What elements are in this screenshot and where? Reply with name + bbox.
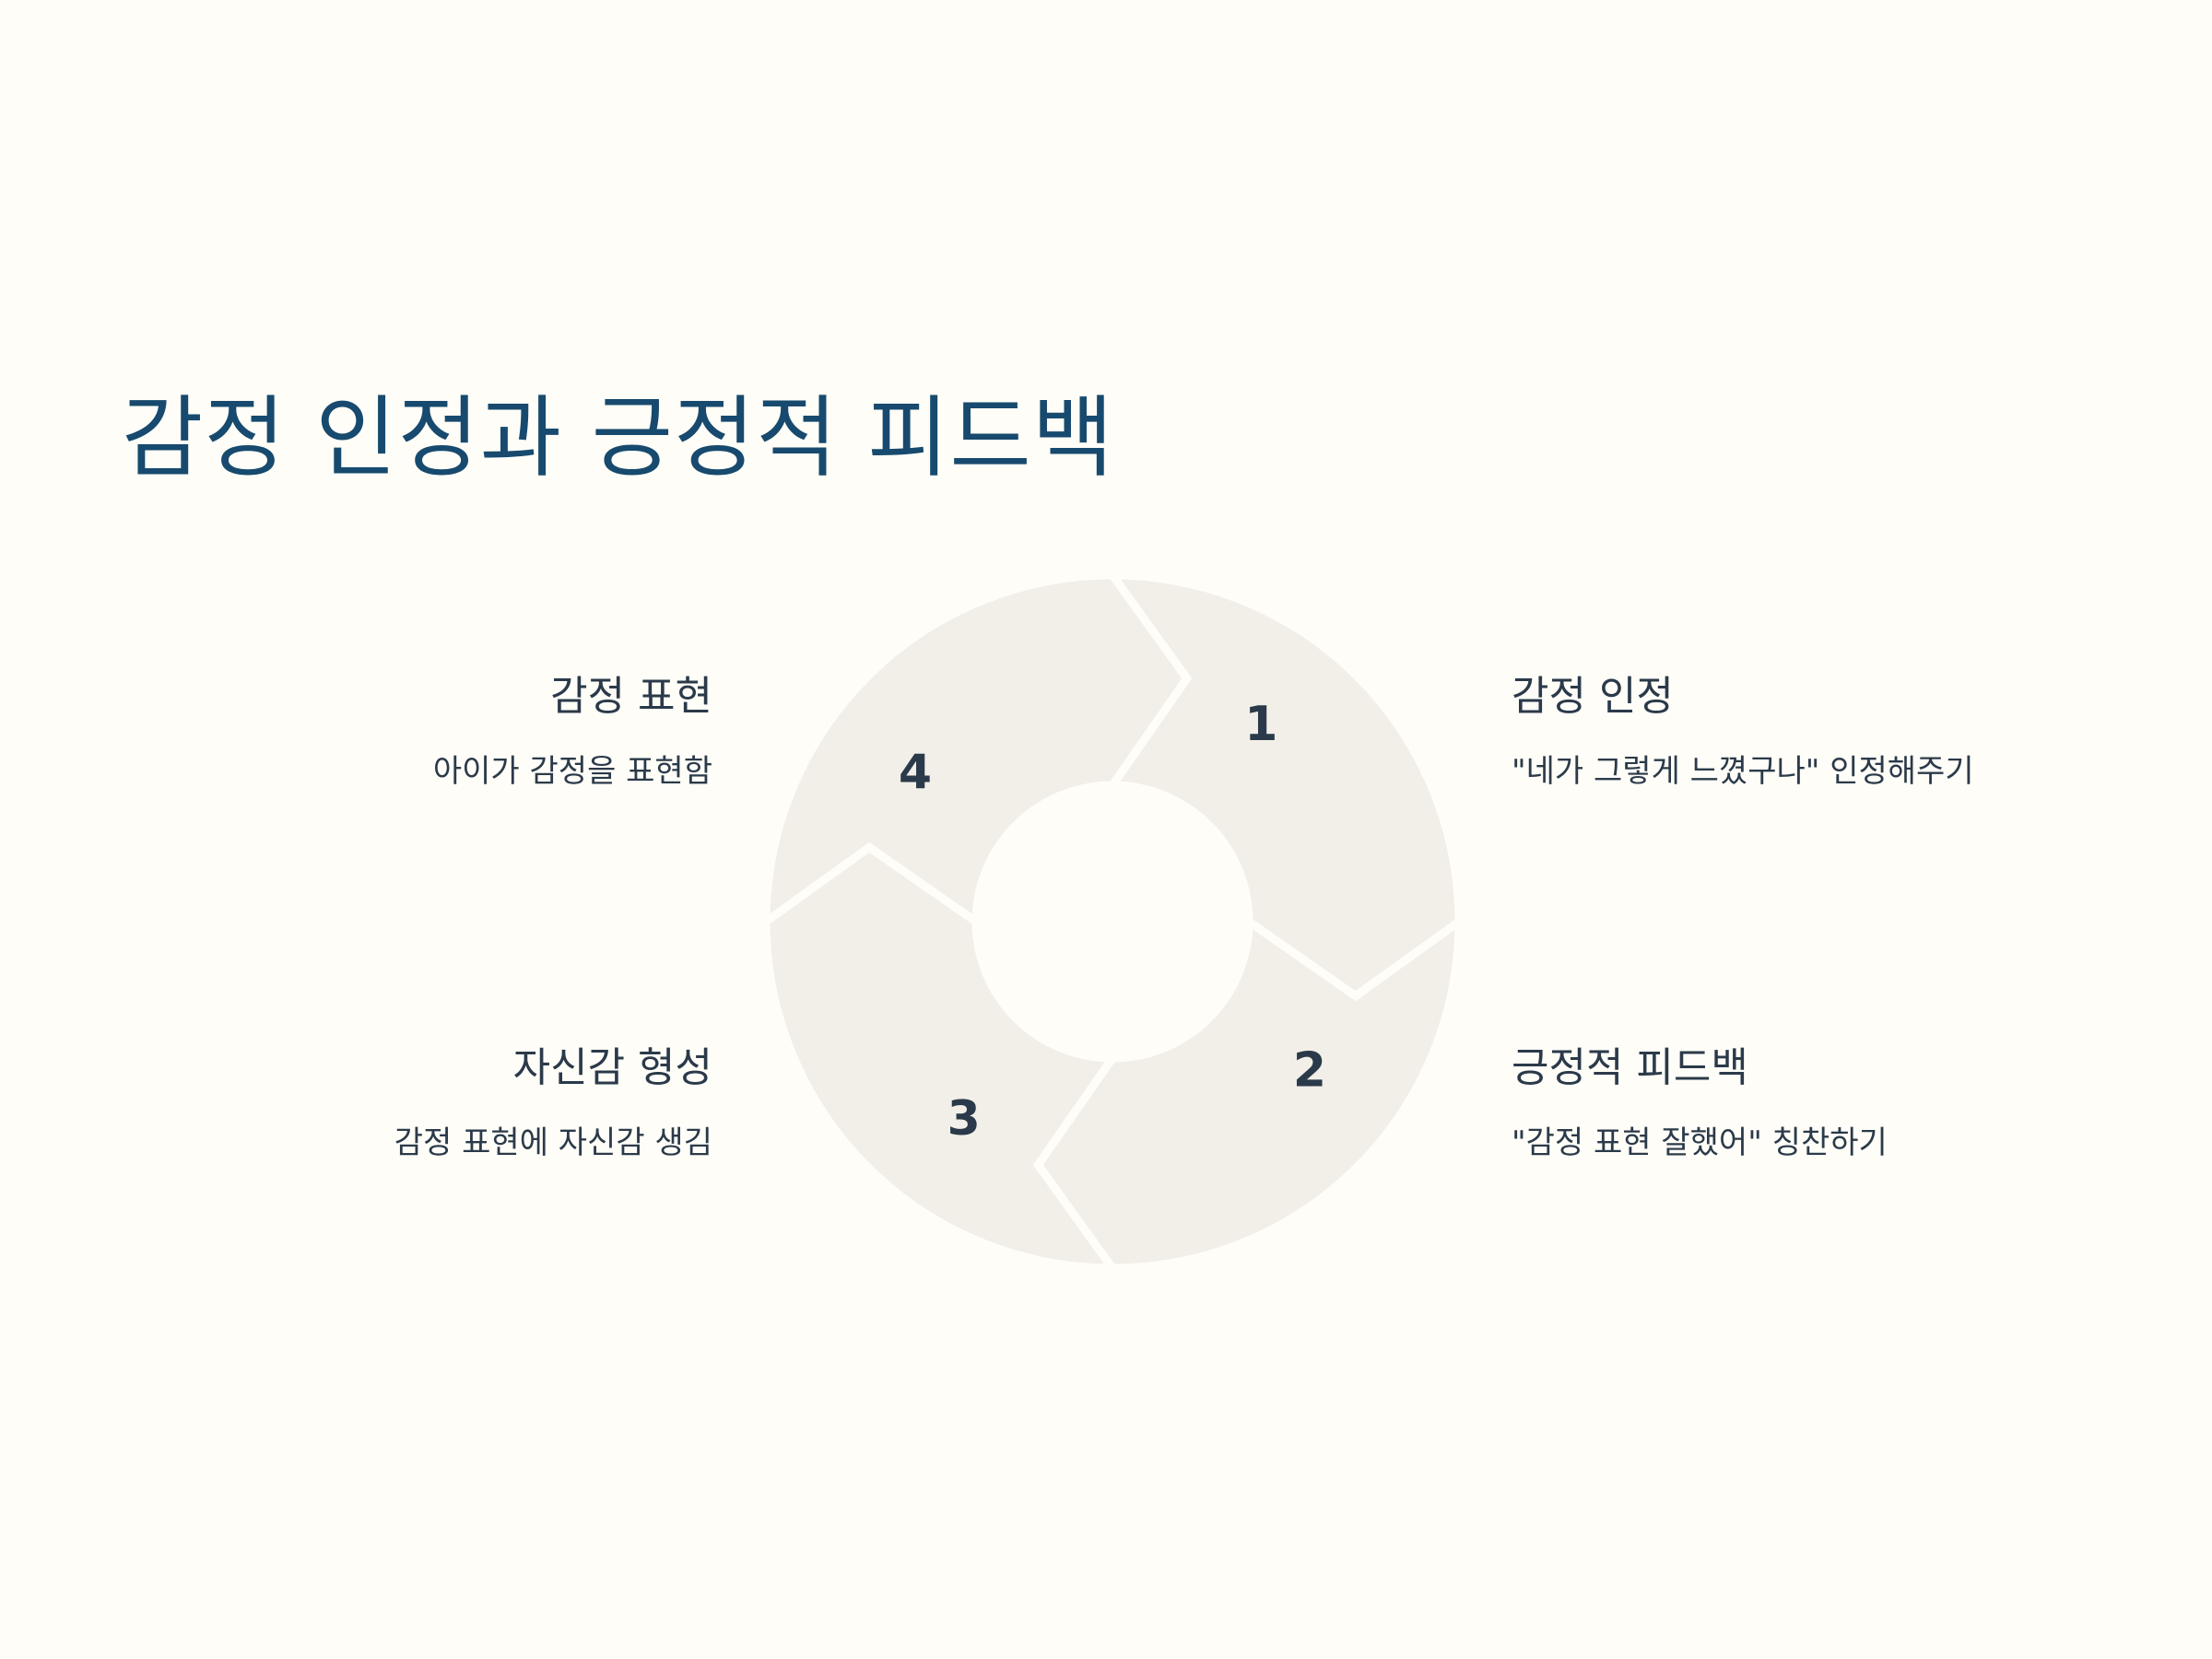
- step-2-heading: 감정 인정: [1512, 673, 1674, 720]
- step-2-number: 2: [1293, 1042, 1326, 1098]
- step-1-number: 1: [1244, 697, 1277, 752]
- step-4-text: 자신감 형성 감정 표현에 자신감 생김: [394, 1044, 712, 1162]
- cycle-segment-3: [761, 841, 1121, 1273]
- step-1-description: 아이가 감정을 표현함: [432, 752, 712, 790]
- step-3-description: "감정 표현 잘했어" 칭찬하기: [1512, 1124, 1888, 1161]
- step-3-number: 3: [947, 1091, 981, 1147]
- step-1-text: 감정 표현 아이가 감정을 표현함: [433, 673, 712, 791]
- slide-title: 감정 인정과 긍정적 피드백: [122, 386, 1115, 489]
- step-4-description: 감정 표현에 자신감 생김: [394, 1124, 712, 1161]
- step-4-number: 4: [899, 746, 932, 801]
- step-1-heading: 감정 표현: [550, 673, 712, 720]
- cycle-segment-4: [761, 571, 1193, 930]
- step-3-heading: 긍정적 피드백: [1512, 1044, 1748, 1091]
- step-3-text: 긍정적 피드백 "감정 표현 잘했어" 칭찬하기: [1512, 1044, 1888, 1162]
- step-2-description: "네가 그렇게 느꼈구나" 인정해주기: [1512, 752, 1974, 790]
- cycle-segment-1: [1104, 571, 1464, 1002]
- step-2-text: 감정 인정 "네가 그렇게 느꼈구나" 인정해주기: [1512, 673, 1974, 791]
- cycle-segment-2: [1032, 913, 1464, 1273]
- step-4-heading: 자신감 형성: [512, 1044, 712, 1091]
